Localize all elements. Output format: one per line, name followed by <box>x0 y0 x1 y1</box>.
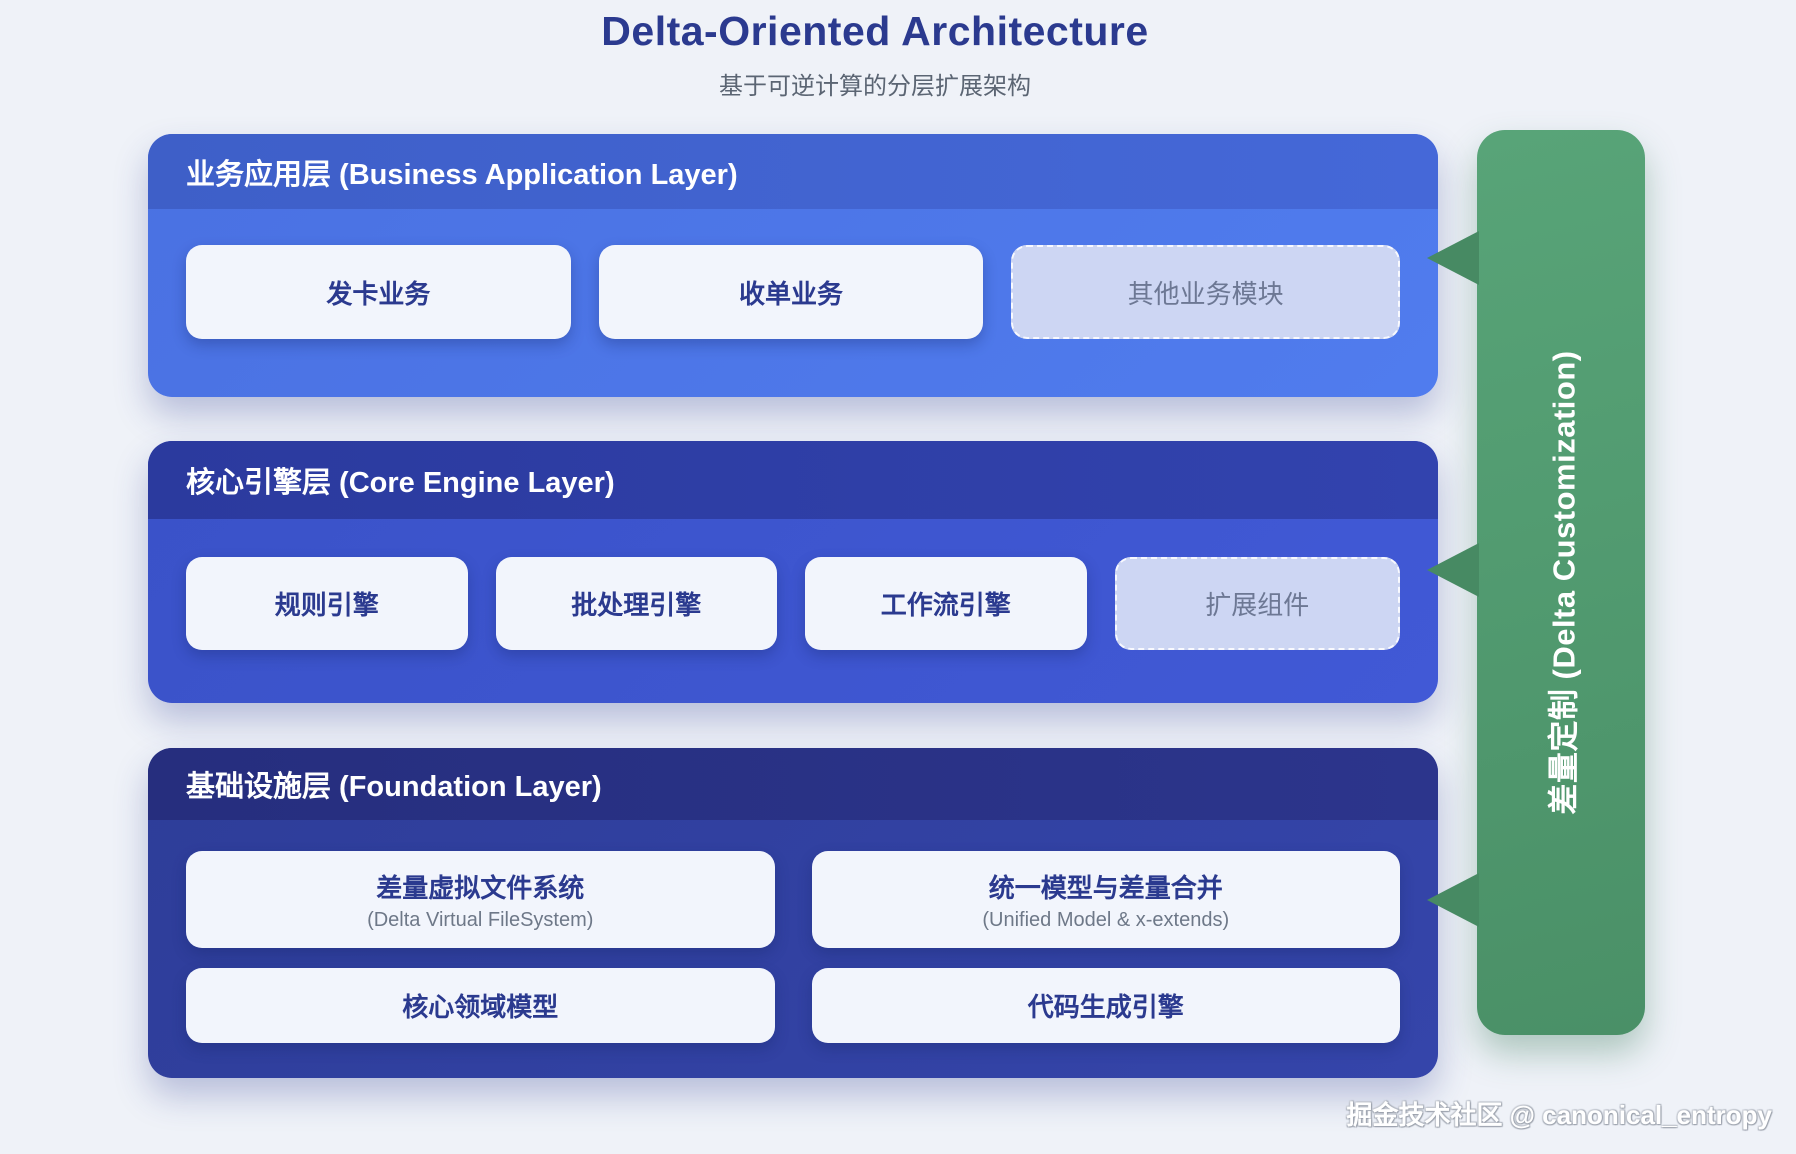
node-main-label: 统一模型与差量合并 <box>988 872 1223 903</box>
delta-arrow-icon <box>1427 543 1479 597</box>
node-sub-label: (Unified Model & x-extends) <box>982 908 1230 931</box>
node-batch-engine: 批处理引擎 <box>495 557 777 650</box>
node-core-domain-model: 核心领域模型 <box>186 968 775 1043</box>
layer-core-engine: 核心引擎层 (Core Engine Layer) 规则引擎 批处理引擎 工作流… <box>148 441 1438 703</box>
node-card-issuing: 发卡业务 <box>186 245 571 339</box>
delta-customization-bar: 差量定制 (Delta Customization) <box>1477 130 1645 1035</box>
layer-foundation-header: 基础设施层 (Foundation Layer) <box>148 748 1438 820</box>
page-title: Delta-Oriented Architecture <box>601 8 1149 54</box>
node-delta-virtual-filesystem: 差量虚拟文件系统 (Delta Virtual FileSystem) <box>186 851 775 948</box>
layer-foundation-row-2: 核心领域模型 代码生成引擎 <box>186 968 1400 1043</box>
layer-core-row: 规则引擎 批处理引擎 工作流引擎 扩展组件 <box>186 557 1400 650</box>
layer-foundation-row-1: 差量虚拟文件系统 (Delta Virtual FileSystem) 统一模型… <box>186 851 1400 948</box>
node-code-generation-engine: 代码生成引擎 <box>811 968 1400 1043</box>
delta-arrow-icon <box>1427 231 1479 285</box>
node-rule-engine: 规则引擎 <box>186 557 468 650</box>
node-other-business-modules: 其他业务模块 <box>1011 245 1401 339</box>
layer-business-row: 发卡业务 收单业务 其他业务模块 <box>186 245 1401 339</box>
delta-customization-label: 差量定制 (Delta Customization) <box>1546 350 1582 815</box>
layer-business-application: 业务应用层 (Business Application Layer) 发卡业务 … <box>148 134 1438 397</box>
node-acquiring: 收单业务 <box>598 245 984 339</box>
node-main-label: 差量虚拟文件系统 <box>376 872 585 903</box>
layer-foundation: 基础设施层 (Foundation Layer) 差量虚拟文件系统 (Delta… <box>148 748 1438 1078</box>
layer-core-header: 核心引擎层 (Core Engine Layer) <box>148 441 1438 519</box>
layer-business-header: 业务应用层 (Business Application Layer) <box>148 134 1438 209</box>
page-subtitle: 基于可逆计算的分层扩展架构 <box>719 73 1031 100</box>
watermark: 掘金技术社区 @ canonical_entropy <box>1346 1100 1772 1130</box>
delta-arrow-icon <box>1427 873 1479 927</box>
node-unified-model: 统一模型与差量合并 (Unified Model & x-extends) <box>811 851 1400 948</box>
node-workflow-engine: 工作流引擎 <box>805 557 1087 650</box>
node-sub-label: (Delta Virtual FileSystem) <box>367 908 594 931</box>
node-extension-component: 扩展组件 <box>1114 557 1400 650</box>
